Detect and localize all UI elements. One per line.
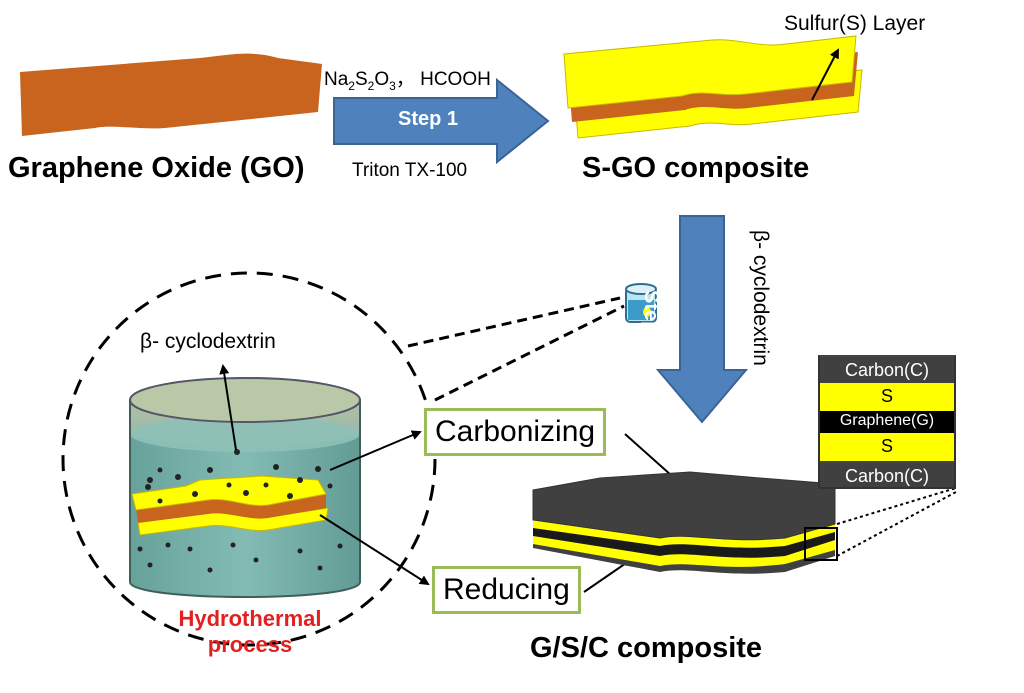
hydrothermal-line2: process <box>207 632 293 657</box>
sulfur-layer-label: Sulfur(S) Layer <box>784 12 926 35</box>
step1-reagent-top: Na2S2O3， HCOOH <box>324 64 491 93</box>
reagent-o-sub: 3 <box>389 78 396 93</box>
layer-carbon-bottom: Carbon(C) <box>818 461 956 489</box>
zoom-line-top <box>407 296 621 348</box>
reagent-hcooh: ， HCOOH <box>395 69 491 90</box>
reagent-o: O <box>374 69 390 90</box>
cyclodextrin-pointer <box>219 364 237 451</box>
reducing-box: Reducing <box>432 566 581 614</box>
cyclodextrin-label: β- cyclodextrin <box>140 330 276 353</box>
reagent-s: S <box>354 69 368 90</box>
layer-carbon-top: Carbon(C) <box>818 355 956 383</box>
zoom-line-bottom <box>434 304 625 402</box>
step2-arrow <box>655 215 749 424</box>
reagent-na: Na <box>324 69 349 90</box>
graphene-oxide-sheet <box>20 53 322 136</box>
sgo-composite <box>563 35 863 139</box>
sgo-label: S-GO composite <box>582 152 810 184</box>
step1-label: Step 1 <box>398 108 459 130</box>
layer-stack-legend: Carbon(C) S Graphene(G) S Carbon(C) <box>818 355 956 489</box>
layer-graphene: Graphene(G) <box>818 411 956 433</box>
gsc-composite <box>532 471 957 574</box>
step2-label: Step 2 <box>640 290 662 351</box>
carbonizing-box: Carbonizing <box>424 408 607 456</box>
sulfur-layer-pointer <box>811 48 839 101</box>
reagent-na-sub: 2 <box>348 78 355 93</box>
step1-reagent-bottom: Triton TX-100 <box>352 160 468 181</box>
go-label: Graphene Oxide (GO) <box>8 152 305 184</box>
layer-sulfur-bottom: S <box>818 433 956 461</box>
small-beaker-icon <box>625 283 657 323</box>
hydrothermal-line1: Hydrothermal <box>178 606 322 631</box>
step1-arrow <box>333 77 550 165</box>
arrow-to-carbonizing <box>329 430 422 471</box>
hydrothermal-zoom-circle <box>61 271 437 647</box>
hydrothermal-label: Hydrothermal process <box>150 606 350 658</box>
layer-sulfur-top: S <box>818 383 956 411</box>
step2-reagent-label: β- cyclodextrin <box>749 230 772 366</box>
gsc-label: G/S/C composite <box>530 632 763 664</box>
arrow-to-reducing <box>319 514 430 586</box>
reagent-s-sub: 2 <box>367 78 375 93</box>
hydrothermal-beaker <box>129 377 361 598</box>
